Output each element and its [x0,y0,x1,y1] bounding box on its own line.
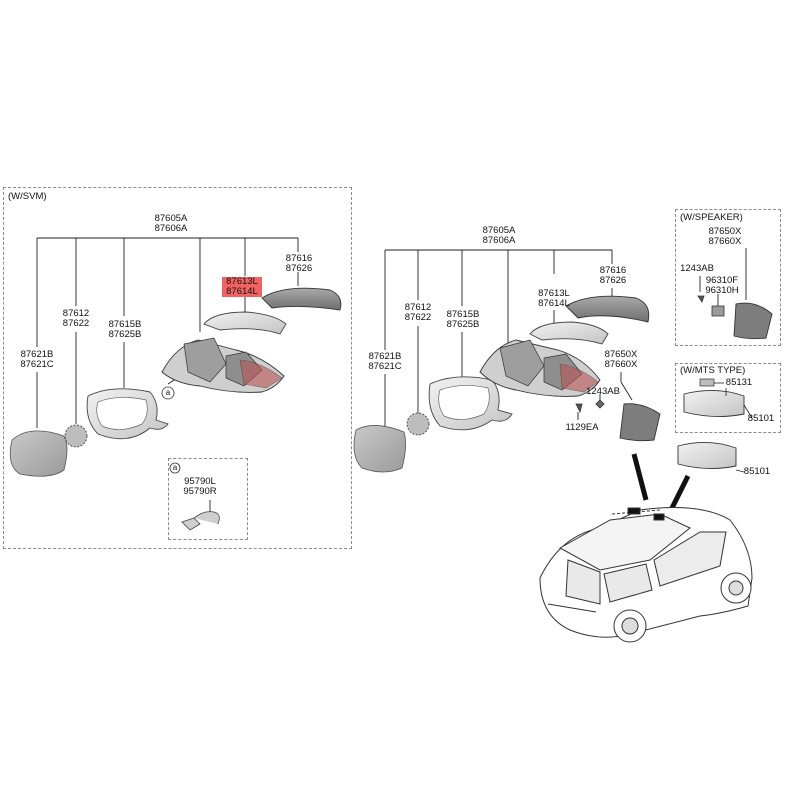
mts-panel-title: (W/MTS TYPE) [680,365,746,376]
svm-callout-a: a [165,388,171,397]
mts-label-module: 85131 [725,377,753,388]
room-mirror-label: 85101 [743,466,771,477]
speaker-panel-title: (W/SPEAKER) [680,212,743,223]
std-actuator [406,412,430,436]
detail-a-tag: a [172,463,178,472]
speaker-label-bolt: 1243AB [680,263,714,274]
std-inner-cover [619,403,661,442]
panel-mts-frame [675,363,781,433]
mts-room-mirror [683,390,745,417]
svm-actuator [64,424,88,448]
svm-leader-lines [36,237,299,512]
svm-garnish [203,311,287,335]
suv-illustration [539,507,753,643]
mts-label-room-mirror: 85101 [747,413,775,424]
std-scalp-cover [565,295,650,323]
speaker-bolt [697,295,705,303]
std-leader-lines [384,249,633,426]
std-label-bolt: 1243AB [586,386,620,397]
detail-a-frame [168,458,248,540]
svm-camera-harness [181,511,220,531]
speaker-unit [711,305,725,317]
std-label-screw: 1129EA [565,422,599,433]
std-screw [595,399,605,409]
pointer-arrow-cover [631,453,649,501]
svm-scalp-cover [261,287,342,311]
room-mirror [677,442,737,469]
std-garnish [529,321,609,345]
panel-speaker-frame [675,209,781,346]
speaker-inner-cover [733,302,773,340]
svm-panel-title: (W/SVM) [8,191,47,202]
svm-mirror-glass [9,430,68,477]
std-bolt [575,403,583,420]
panel-svm-frame [3,187,352,549]
std-mirror-glass [353,425,406,473]
